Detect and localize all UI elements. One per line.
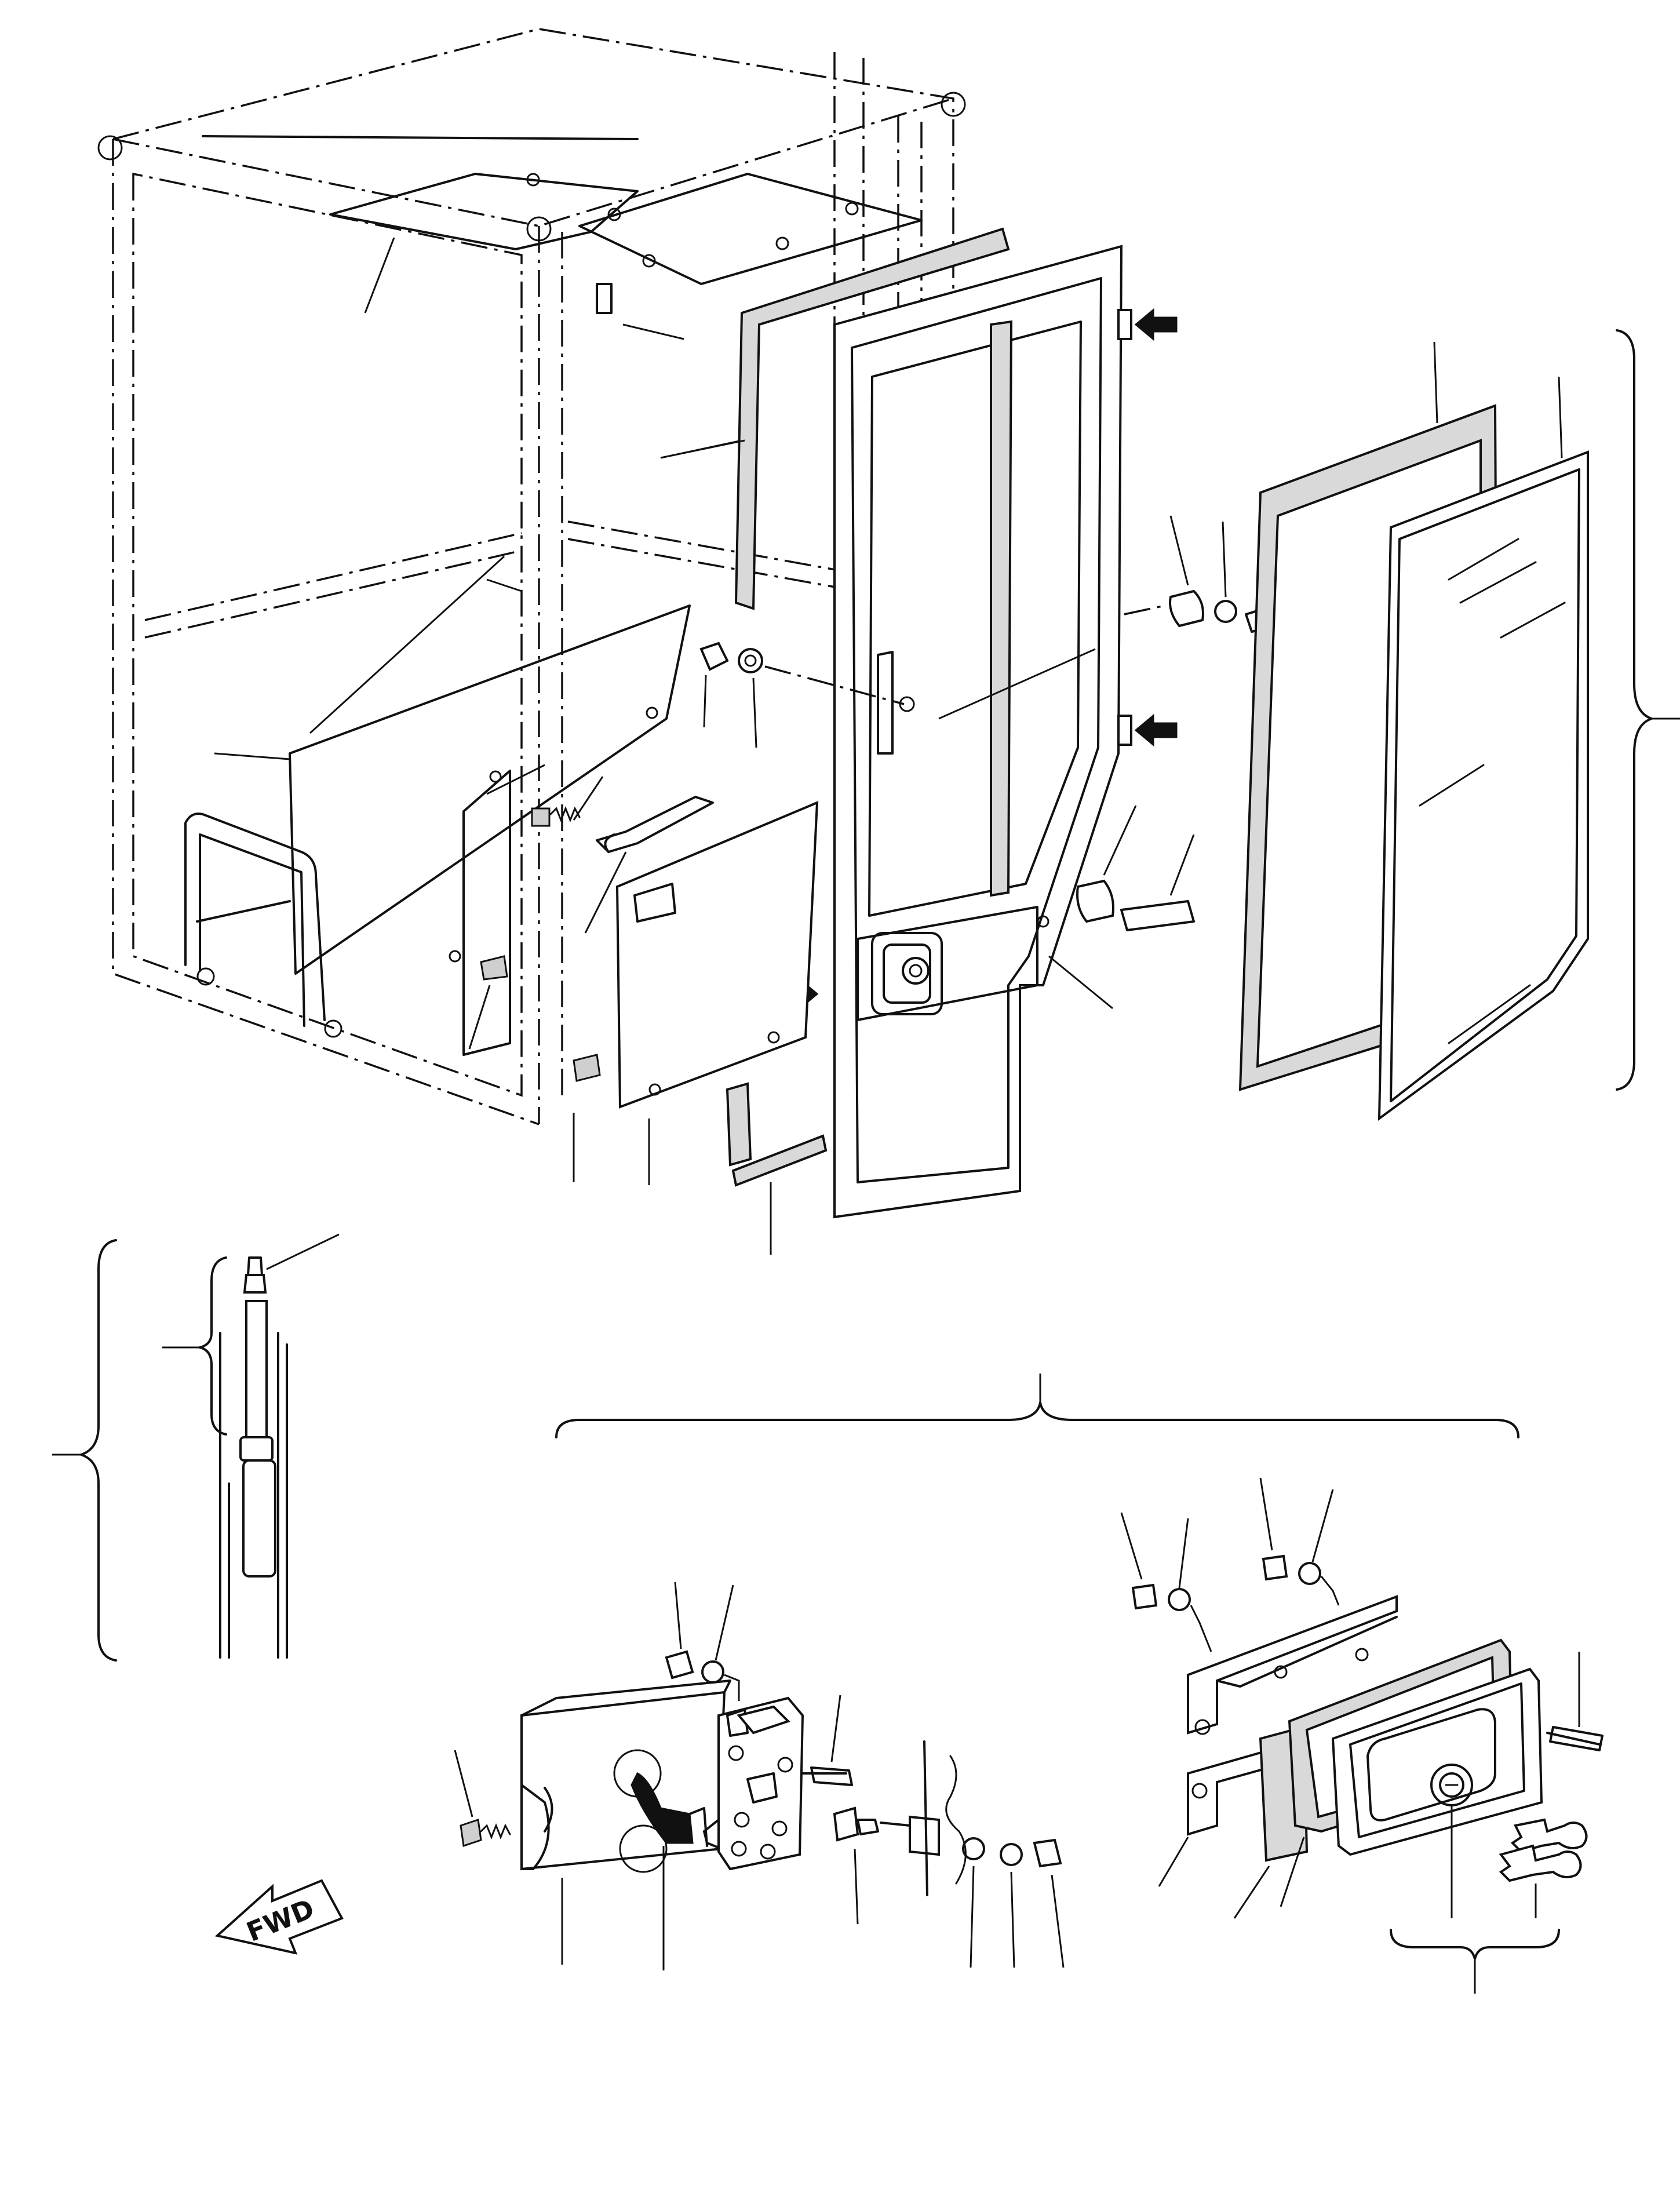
lock-assembly-brace [555, 1374, 1519, 1438]
nut-washer-set [699, 642, 905, 748]
roof-plate [329, 173, 639, 250]
latch-screw [801, 1695, 853, 1786]
handrail [184, 813, 342, 1038]
key-icon [1499, 1818, 1588, 1918]
right-brace [1616, 329, 1680, 1091]
bolt-lower-left [449, 950, 508, 1050]
solid-black-arrow-icon [1134, 308, 1178, 341]
gas-strut [219, 1233, 340, 1659]
panel-screw [573, 1054, 601, 1182]
inner-door-panel [615, 800, 819, 1185]
left-inner-brace [162, 1256, 227, 1436]
side-bracket [462, 764, 545, 1056]
left-outer-brace [52, 1239, 117, 1662]
lower-seal-strips [726, 1082, 828, 1255]
door-frame [833, 245, 1132, 1219]
door-latch-lever [573, 776, 714, 934]
mounting-bracket [1158, 1595, 1398, 1887]
latch-housing [520, 1680, 731, 1970]
door-seal-strip [660, 227, 1010, 610]
handle-body [1331, 1667, 1543, 1918]
lower-hinge-bushing-set [1076, 805, 1195, 931]
latch-spring [531, 806, 581, 827]
handle-brace [1390, 1929, 1560, 1994]
bracket-nut-washer-right [1259, 1477, 1340, 1606]
window-glass [1377, 376, 1589, 1121]
roof-screw [596, 283, 684, 340]
bracket-nut-washer-left [1120, 1512, 1212, 1652]
latch-body [717, 1696, 804, 1871]
floor-panel [214, 555, 691, 975]
roof-panel [578, 173, 923, 285]
handle-screw [1546, 1652, 1604, 1751]
latch-left-screw [454, 1750, 511, 1847]
forward-direction-arrow-icon: FWD [214, 1879, 344, 1955]
solid-black-arrow-icon [1134, 713, 1178, 747]
latch-nut-washer [665, 1582, 740, 1701]
striker-assembly [833, 1740, 1065, 1968]
